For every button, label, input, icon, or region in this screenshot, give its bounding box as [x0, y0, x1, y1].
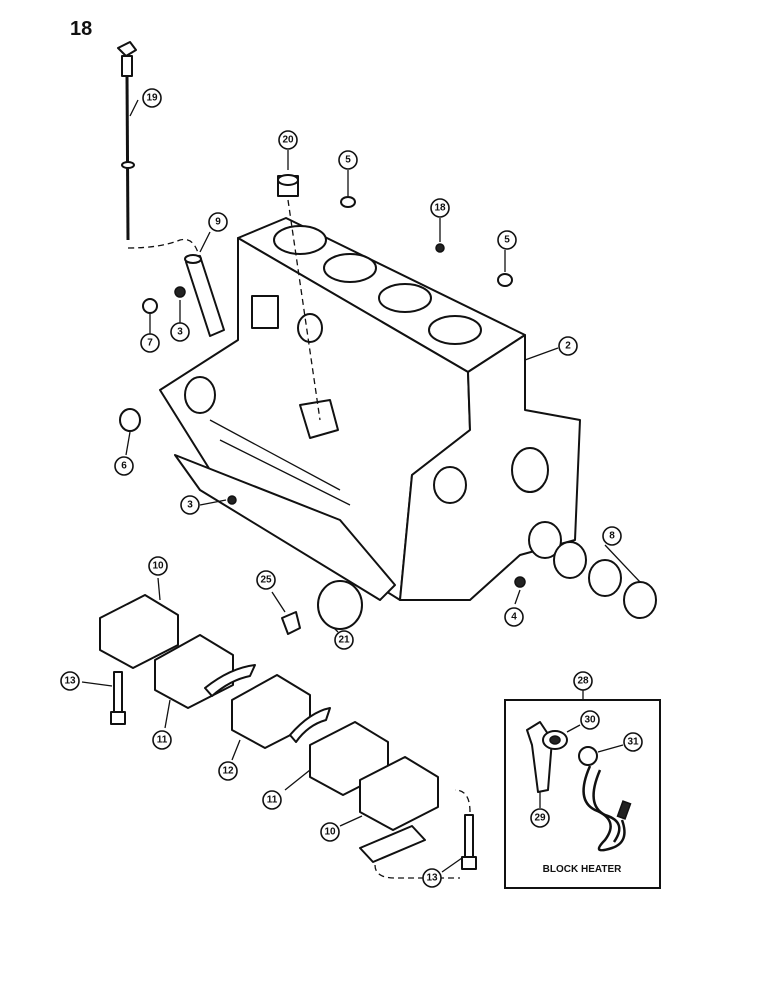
expansion-plug-6	[119, 408, 141, 432]
callout-4: 4	[504, 607, 524, 627]
callout-25: 25	[256, 570, 276, 590]
svg-text:3: 3	[187, 500, 193, 511]
expansion-plug-7	[142, 298, 158, 314]
callout-13a: 13	[60, 671, 80, 691]
expansion-plug-5a	[340, 196, 356, 208]
camshaft-bearings	[528, 521, 657, 619]
svg-text:6: 6	[121, 461, 127, 472]
callout-8: 8	[602, 526, 622, 546]
svg-text:13: 13	[426, 873, 438, 884]
callout-11b: 11	[262, 790, 282, 810]
bearing-cap-plate	[359, 825, 426, 863]
callout-11a: 11	[152, 730, 172, 750]
svg-text:11: 11	[157, 735, 168, 746]
dipstick	[117, 41, 201, 261]
callout-12: 12	[218, 761, 238, 781]
callout-6: 6	[114, 456, 134, 476]
page-number: 18	[70, 18, 93, 40]
bearing-cap-bolt-a	[110, 671, 126, 725]
svg-text:25: 25	[260, 575, 272, 586]
callout-29: 29	[530, 808, 550, 828]
svg-text:8: 8	[609, 531, 615, 542]
expansion-plug-5b	[497, 273, 513, 287]
svg-text:13: 13	[64, 676, 76, 687]
callout-3b: 3	[180, 495, 200, 515]
cylinder-block	[159, 217, 581, 601]
callout-31: 31	[623, 732, 643, 752]
svg-text:29: 29	[534, 813, 546, 824]
svg-text:2: 2	[565, 341, 571, 352]
svg-text:28: 28	[577, 676, 589, 687]
svg-text:10: 10	[152, 561, 164, 572]
svg-text:21: 21	[338, 635, 350, 646]
svg-text:7: 7	[147, 338, 153, 349]
svg-text:11: 11	[267, 795, 278, 806]
svg-text:30: 30	[584, 715, 596, 726]
callout-3a: 3	[170, 322, 190, 342]
callout-9: 9	[208, 212, 228, 232]
svg-text:4: 4	[511, 612, 517, 623]
pipe-plug-18	[435, 243, 445, 253]
svg-text:20: 20	[282, 135, 294, 146]
svg-text:18: 18	[434, 203, 446, 214]
callout-13b: 13	[422, 868, 442, 888]
callout-10a: 10	[148, 556, 168, 576]
svg-text:12: 12	[222, 766, 234, 777]
plug-4	[514, 576, 526, 588]
callout-2: 2	[558, 336, 578, 356]
callout-5a: 5	[338, 150, 358, 170]
svg-text:9: 9	[215, 217, 221, 228]
bearing-cap-bolt-b	[461, 814, 477, 870]
bearing-shell-a	[204, 664, 256, 697]
dipstick-tube	[184, 254, 225, 337]
pipe-plug-3a	[174, 286, 186, 298]
callout-28: 28	[573, 671, 593, 691]
inset-label: BLOCK HEATER	[543, 864, 622, 875]
fitting	[277, 174, 299, 197]
sender	[281, 611, 301, 635]
expansion-plug-21	[317, 580, 363, 630]
callout-20: 20	[278, 130, 298, 150]
svg-text:10: 10	[324, 827, 336, 838]
svg-text:3: 3	[177, 327, 183, 338]
main-bearing-caps	[99, 594, 439, 831]
svg-text:31: 31	[627, 737, 639, 748]
callout-10b: 10	[320, 822, 340, 842]
callout-19: 19	[142, 88, 162, 108]
bearing-shell-b	[289, 707, 331, 743]
callout-7: 7	[140, 333, 160, 353]
callout-30: 30	[580, 710, 600, 730]
callout-21: 21	[334, 630, 354, 650]
svg-text:5: 5	[345, 155, 351, 166]
callout-5b: 5	[497, 230, 517, 250]
block-heater-inset: BLOCK HEATER	[504, 690, 661, 889]
svg-text:19: 19	[146, 93, 158, 104]
pipe-plug-3b	[227, 495, 237, 505]
svg-text:5: 5	[504, 235, 510, 246]
callout-18: 18	[430, 198, 450, 218]
